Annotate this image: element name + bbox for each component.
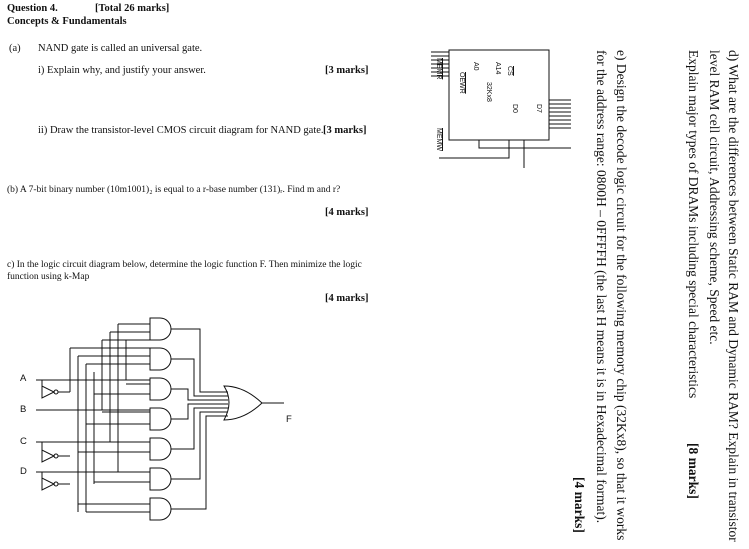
- part-e-line-1: e) Design the decode logic circuit for t…: [614, 50, 629, 541]
- part-e-line-2: for the address range: 0800H – 0FFFFH (t…: [594, 50, 609, 524]
- and-gate-6: [149, 467, 172, 491]
- chip-body: [448, 49, 550, 141]
- inverter-d: [41, 472, 70, 491]
- logic-circuit-diagram: [36, 317, 284, 521]
- input-label-b: B: [20, 404, 27, 415]
- part-d-line-1: d) What are the differences between Stat…: [726, 50, 741, 542]
- part-a-q1-marks: [3 marks]: [325, 65, 369, 76]
- memr-label: MEMR: [435, 58, 442, 80]
- part-a-question-1: i) Explain why, and justify your answer.: [38, 65, 206, 76]
- total-marks: [Total 26 marks]: [95, 3, 170, 14]
- and-gate-4: [149, 407, 172, 431]
- or-gate: [223, 385, 263, 421]
- part-d-line-2: level RAM cell circuit, Addressing schem…: [707, 50, 722, 345]
- chip-cs-label: CS: [506, 66, 513, 76]
- and-gate-3: [149, 377, 172, 401]
- input-label-a: A: [20, 373, 27, 384]
- inverter-c: [41, 442, 70, 463]
- and-gate-2: [149, 347, 172, 371]
- chip-name-label: 32Kx8: [485, 82, 492, 102]
- and-gate-1: [149, 317, 172, 341]
- data-bus: [549, 99, 571, 129]
- part-a-intro: NAND gate is called an universal gate.: [38, 43, 203, 54]
- output-label-f: F: [286, 414, 292, 425]
- part-c-question-line-1: c) In the logic circuit diagram below, d…: [7, 260, 362, 270]
- part-a-question-2: ii) Draw the transistor-level CMOS circu…: [38, 125, 324, 136]
- part-c-question-line-2: function using k-Map: [7, 272, 90, 282]
- memr-line: [439, 140, 510, 159]
- input-label-d: D: [20, 466, 27, 477]
- and-gate-7: [149, 497, 172, 521]
- part-b-question: (b) A 7-bit binary number (10m1001)₂ is …: [7, 185, 341, 195]
- memw-line: [478, 140, 571, 149]
- part-b-marks: [4 marks]: [325, 207, 369, 218]
- question-number: Question 4.: [7, 3, 58, 14]
- input-label-c: C: [20, 436, 27, 447]
- inverter-a: [41, 380, 70, 399]
- chip-d7-label: D7: [535, 104, 542, 113]
- chip-wr-label: WR: [458, 82, 465, 94]
- section-subtitle: Concepts & Fundamentals: [7, 16, 127, 27]
- part-e-marks: [4 marks]: [572, 477, 587, 533]
- part-d-line-3: Explain major types of DRAMs including s…: [686, 50, 701, 399]
- chip-oe-label: OE: [458, 72, 465, 83]
- chip-a14-label: A14: [494, 62, 501, 75]
- and-gate-5: [149, 437, 172, 461]
- part-a-q2-marks: [3 marks]: [323, 125, 367, 136]
- part-d-marks: [8 marks]: [686, 443, 701, 499]
- part-a-label: (a): [9, 43, 21, 54]
- part-c-marks: [4 marks]: [325, 293, 369, 304]
- address-bus: [431, 51, 449, 77]
- memory-chip-diagram: [431, 49, 571, 168]
- chip-d0-label: D0: [511, 104, 518, 113]
- memw-label: MEMW: [435, 128, 442, 151]
- chip-a0-label: A0: [472, 62, 479, 71]
